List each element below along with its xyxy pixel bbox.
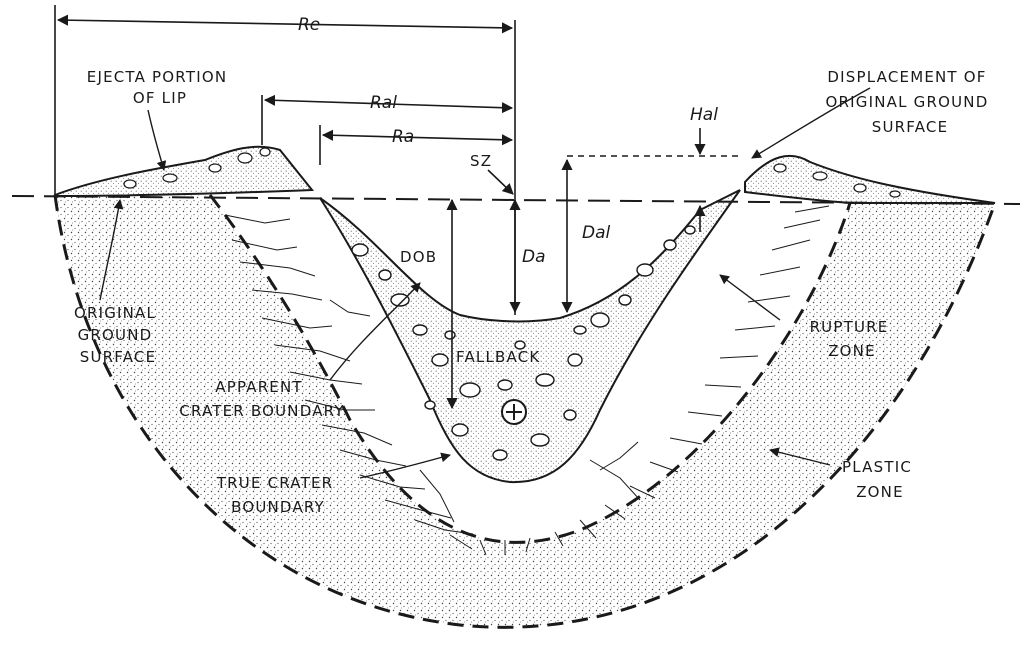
plastic-zone-label: PLASTIC ZONE [842,458,918,501]
displacement-label: DISPLACEMENT OF ORIGINAL GROUND SURFACE [826,68,995,136]
ejecta-lip-right [744,154,996,204]
dim-re-label: Re [298,15,320,35]
dim-ral-label: Ral [370,93,397,113]
true-crater-boundary-label: TRUE CRATER BOUNDARY [216,474,339,516]
leader-lines [99,87,871,479]
ejecta-portion-of-lip-label: EJECTA PORTION OF LIP [87,68,233,107]
dim-dob-label: DOB [400,248,437,266]
explosion-point-icon [501,399,527,425]
rupture-zone-boundary [208,194,852,544]
rupture-zone-region [210,195,850,543]
fallback-label: FALLBACK [456,348,540,366]
dim-da-label: Da [522,247,546,267]
lip-rocks [123,147,901,198]
dimension-lines [54,5,740,410]
dim-sz-label: SZ [470,152,492,170]
rupture-zone-label: RUPTURE ZONE [810,318,895,360]
fracture-lines [224,205,830,556]
dim-ra-label: Ra [392,127,414,147]
dim-hal-label: Hal [690,105,718,125]
original-ground-surface-line [11,195,1021,205]
plastic-zone-region [55,195,995,628]
ejecta-lip-left [54,145,315,198]
dim-dal-label: Dal [582,223,611,243]
apparent-crater-boundary-label: APPARENT CRATER BOUNDARY [179,378,344,420]
fallback-region [319,189,741,484]
plastic-zone-boundary [53,194,997,629]
original-ground-surface-label: ORIGINAL GROUND SURFACE [74,304,162,366]
